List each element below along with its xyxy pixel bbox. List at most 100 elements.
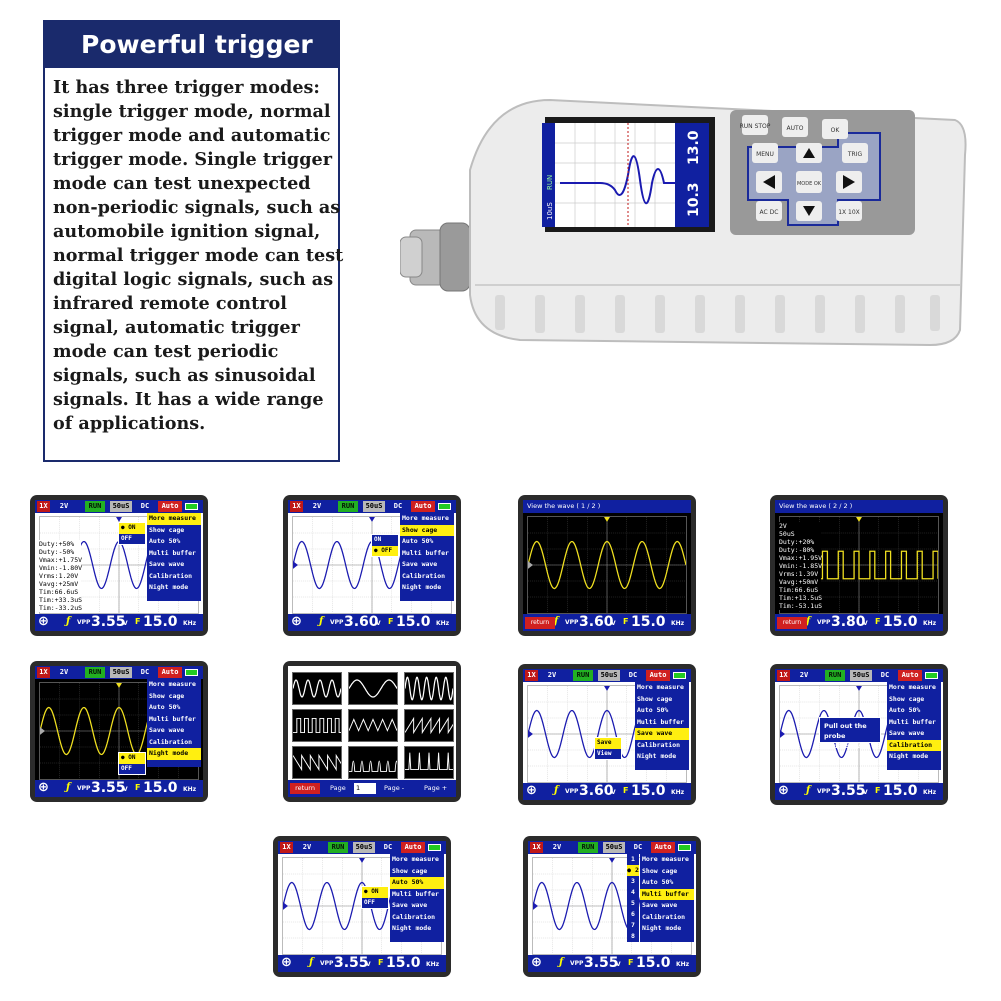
menu-item[interactable]: Show cage xyxy=(642,866,678,875)
time-div-label[interactable]: 50uS xyxy=(110,501,132,512)
menu-item[interactable]: Multi buffer xyxy=(637,717,684,726)
return-button[interactable]: return xyxy=(777,617,807,629)
crosshair-icon[interactable]: ⊕ xyxy=(526,783,537,798)
trigger-mode-label[interactable]: Auto xyxy=(401,842,425,853)
menu-item[interactable]: Multi buffer xyxy=(149,548,196,557)
mode-ok-key[interactable]: MODE OK xyxy=(796,171,822,193)
menu-item[interactable]: More measure xyxy=(642,855,689,863)
wave-thumbnail[interactable] xyxy=(348,672,398,705)
trigger-mode-label[interactable]: Auto xyxy=(898,670,922,681)
menu-item[interactable]: Auto 50% xyxy=(402,537,434,545)
run-status[interactable]: RUN xyxy=(338,501,358,512)
wave-thumbnail[interactable] xyxy=(348,709,398,742)
menu-item[interactable]: More measure xyxy=(149,680,196,688)
run-stop-key[interactable]: RUN STOP xyxy=(740,115,771,135)
menu-item[interactable]: Show cage xyxy=(400,524,454,536)
channel-label[interactable]: 1X xyxy=(290,501,303,512)
submenu-item[interactable]: ● ON xyxy=(119,523,145,534)
wave-thumbnail[interactable] xyxy=(404,709,456,742)
submenu-item[interactable]: ● OFF xyxy=(372,545,398,556)
volt-div-label[interactable]: 2V xyxy=(312,502,322,510)
menu-item[interactable]: Multi buffer xyxy=(640,888,694,900)
trigger-mode-label[interactable]: Auto xyxy=(411,501,435,512)
channel-label[interactable]: 1X xyxy=(37,667,50,678)
menu-item[interactable]: Auto 50% xyxy=(149,537,181,545)
menu-item[interactable]: Save wave xyxy=(642,901,678,909)
crosshair-icon[interactable]: ⊕ xyxy=(531,955,542,970)
trigger-mode-label[interactable]: Auto xyxy=(158,667,182,678)
menu-item[interactable]: Calibration xyxy=(642,912,686,921)
buffer-number[interactable]: 1 xyxy=(627,854,639,865)
menu-item[interactable]: Show cage xyxy=(149,691,185,700)
run-status[interactable]: RUN xyxy=(573,670,593,681)
volt-div-label[interactable]: 2V xyxy=(59,502,69,510)
menu-item[interactable]: Show cage xyxy=(149,525,185,534)
menu-item[interactable]: Multi buffer xyxy=(392,889,439,898)
time-div-label[interactable]: 50uS xyxy=(110,667,132,678)
wave-thumbnail[interactable] xyxy=(292,672,342,705)
run-status[interactable]: RUN xyxy=(85,501,105,512)
menu-item[interactable]: Auto 50% xyxy=(889,706,921,714)
menu-item[interactable]: Night mode xyxy=(392,924,432,932)
menu-item[interactable]: Night mode xyxy=(889,752,929,760)
menu-item[interactable]: Save wave xyxy=(635,728,689,740)
coupling-label[interactable]: DC xyxy=(880,671,890,679)
run-status[interactable]: RUN xyxy=(85,667,105,678)
buffer-number[interactable]: 3 xyxy=(627,876,639,887)
menu-item[interactable]: Multi buffer xyxy=(149,714,196,723)
crosshair-icon[interactable]: ⊕ xyxy=(281,955,292,970)
coupling-label[interactable]: DC xyxy=(393,502,403,510)
channel-label[interactable]: 1X xyxy=(777,670,790,681)
trig-key[interactable]: TRIG xyxy=(842,143,868,163)
menu-item[interactable]: Save wave xyxy=(402,560,438,568)
menu-item[interactable]: Save wave xyxy=(149,560,185,568)
menu-item[interactable]: Show cage xyxy=(637,694,673,703)
menu-item[interactable]: Auto 50% xyxy=(637,706,669,714)
menu-item[interactable]: Auto 50% xyxy=(149,703,181,711)
submenu-item[interactable]: ● ON xyxy=(119,753,145,764)
submenu-item[interactable]: OFF xyxy=(119,534,145,545)
coupling-label[interactable]: DC xyxy=(140,502,150,510)
submenu-item[interactable]: OFF xyxy=(362,898,388,909)
auto-key[interactable]: AUTO xyxy=(782,117,808,137)
menu-item[interactable]: Auto 50% xyxy=(642,878,674,886)
menu-item[interactable]: Save wave xyxy=(889,729,925,737)
right-key[interactable] xyxy=(836,171,862,193)
menu-item[interactable]: Save wave xyxy=(392,901,428,909)
return-button[interactable]: return xyxy=(290,783,320,794)
run-status[interactable]: RUN xyxy=(578,842,598,853)
buffer-number[interactable]: ● 2 xyxy=(627,865,639,876)
left-key[interactable] xyxy=(756,171,782,193)
volt-div-label[interactable]: 2V xyxy=(547,671,557,679)
submenu-item[interactable]: OFF xyxy=(119,764,145,775)
time-div-label[interactable]: 50uS xyxy=(363,501,385,512)
menu-item[interactable]: Night mode xyxy=(637,752,677,760)
buffer-number[interactable]: 6 xyxy=(627,909,639,920)
menu-item[interactable]: Calibration xyxy=(149,571,193,580)
volt-div-label[interactable]: 2V xyxy=(59,668,69,676)
time-div-label[interactable]: 50uS xyxy=(598,670,620,681)
menu-item[interactable]: Calibration xyxy=(887,739,941,751)
menu-item[interactable]: Multi buffer xyxy=(889,717,936,726)
menu-item[interactable]: Multi buffer xyxy=(402,548,449,557)
menu-item[interactable]: Show cage xyxy=(889,694,925,703)
buffer-number[interactable]: 4 xyxy=(627,887,639,898)
up-key[interactable] xyxy=(796,143,822,163)
menu-item[interactable]: Auto 50% xyxy=(390,877,444,889)
ok-key[interactable]: OK xyxy=(822,119,848,139)
down-key[interactable] xyxy=(796,201,822,221)
wave-thumbnail[interactable] xyxy=(292,746,346,779)
volt-div-label[interactable]: 2V xyxy=(302,843,312,851)
return-button[interactable]: return xyxy=(525,617,555,629)
crosshair-icon[interactable]: ⊕ xyxy=(778,783,789,798)
wave-thumbnail[interactable] xyxy=(404,672,454,705)
run-status[interactable]: RUN xyxy=(328,842,348,853)
volt-div-label[interactable]: 2V xyxy=(799,671,809,679)
submenu-item[interactable]: Save xyxy=(595,738,621,749)
channel-label[interactable]: 1X xyxy=(530,842,543,853)
menu-item[interactable]: Calibration xyxy=(637,740,681,749)
coupling-label[interactable]: DC xyxy=(140,668,150,676)
trigger-mode-label[interactable]: Auto xyxy=(651,842,675,853)
volt-div-label[interactable]: 2V xyxy=(552,843,562,851)
ac-dc-key[interactable]: AC DC xyxy=(756,201,782,221)
